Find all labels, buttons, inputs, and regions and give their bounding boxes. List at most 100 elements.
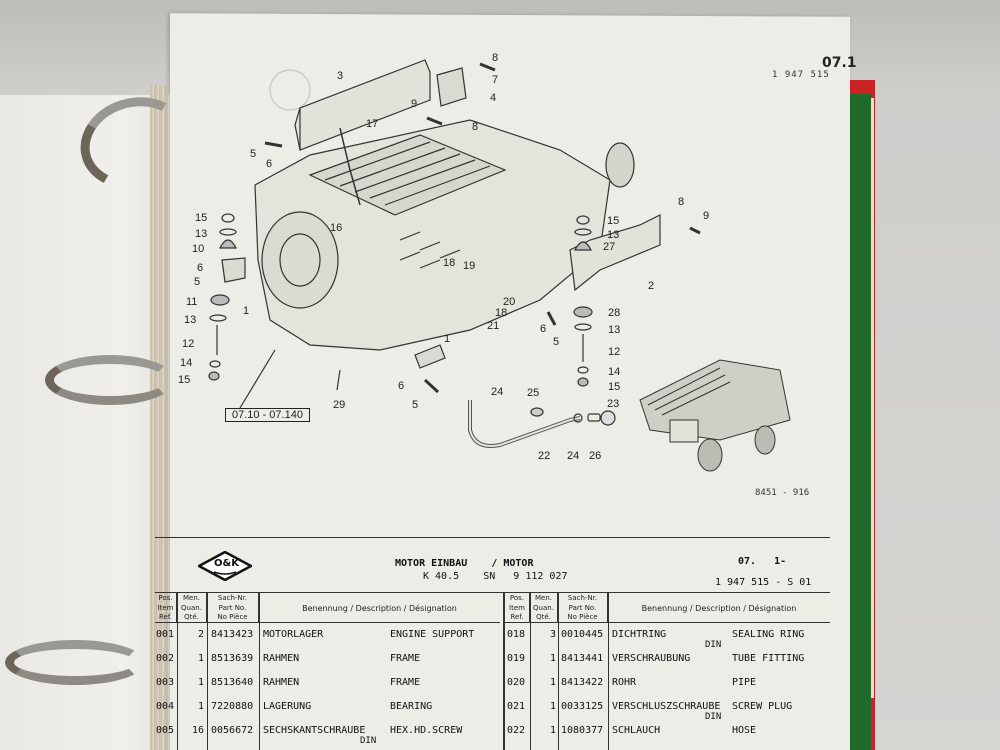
assembly-title: MOTOR EINBAU / MOTOR [395, 558, 534, 569]
callout-label: 14 [608, 366, 621, 378]
english-name-cell: FRAME [390, 677, 421, 688]
part-number-cell: 1080377 [561, 725, 604, 736]
binder-ring-middle [45, 355, 175, 405]
part-number-cell: 8413423 [211, 629, 254, 640]
callout-label: 5 [553, 336, 560, 348]
german-name-cell: VERSCHRAUBUNG [612, 653, 691, 664]
parts-list-header: O&K MOTOR EINBAU / MOTOR K 40.5 SN 9 112… [155, 538, 830, 593]
callout-label: 7 [492, 74, 499, 86]
callout-label: 3 [337, 70, 344, 82]
part-number-cell: 8513640 [211, 677, 254, 688]
callout-label: 10 [192, 243, 205, 255]
german-name-cell: MOTORLAGER [263, 629, 324, 640]
pos-cell: 005 [156, 725, 175, 736]
description-header: Benennung / Description / Désignation [641, 604, 797, 613]
callout-label: 29 [333, 399, 346, 411]
qty-header: Men.Quan.Qté. [530, 593, 558, 623]
cream-tab [871, 98, 874, 698]
callout-label: 13 [607, 229, 620, 241]
german-name-cell: RAHMEN [263, 653, 300, 664]
column-divider [558, 593, 559, 750]
part-number-cell: 0056672 [211, 725, 254, 736]
callout-label: 23 [607, 398, 620, 410]
column-divider [259, 593, 260, 750]
callout-label: 26 [589, 450, 602, 462]
qty-cell: 1 [549, 653, 556, 664]
page-stack-edges [150, 85, 168, 750]
diamond-logo-icon [196, 550, 254, 582]
german-name-cell: VERSCHLUSZSCHRAUBE [612, 701, 721, 712]
pos-cell: 020 [507, 677, 526, 688]
german-name-cell: RAHMEN [263, 677, 300, 688]
callout-label: 14 [180, 357, 193, 369]
callout-label: 6 [266, 158, 273, 170]
column-divider [177, 593, 178, 750]
callout-label: 9 [703, 210, 710, 222]
column-divider [530, 593, 531, 750]
callout-label: 15 [607, 215, 620, 227]
part-number-cell: 8413441 [561, 653, 604, 664]
parts-list-table: O&K MOTOR EINBAU / MOTOR K 40.5 SN 9 112… [155, 537, 830, 750]
part-number-cell: 0010445 [561, 629, 604, 640]
page-reference: 1 947 515 [772, 70, 830, 80]
callout-label: 13 [184, 314, 197, 326]
callout-label: 24 [491, 386, 504, 398]
qty-header: Men.Quan.Qté. [177, 593, 207, 623]
part-number-cell: 8513639 [211, 653, 254, 664]
din-note: DIN [705, 640, 722, 650]
part-no-header: Sach-Nr.Part No.No Pièce [207, 593, 259, 623]
pos-cell: 004 [156, 701, 175, 712]
part-number-cell: 0033125 [561, 701, 604, 712]
callout-label: 6 [540, 323, 547, 335]
pos-cell: 019 [507, 653, 526, 664]
english-name-cell: SCREW PLUG [732, 701, 793, 712]
qty-cell: 1 [197, 677, 204, 688]
german-name-cell: LAGERUNG [263, 701, 312, 712]
qty-cell: 1 [549, 725, 556, 736]
model-serial: K 40.5 SN 9 112 027 [423, 571, 568, 582]
qty-cell: 1 [549, 677, 556, 688]
binder-ring-bottom [5, 640, 145, 685]
callout-label: 8 [678, 196, 685, 208]
callout-label: 18 [443, 257, 456, 269]
callout-label: 17 [366, 118, 379, 130]
german-name-cell: ROHR [612, 677, 637, 688]
callout-label: 12 [182, 338, 195, 350]
pos-cell: 002 [156, 653, 175, 664]
pos-cell: 018 [507, 629, 526, 640]
callout-label: 13 [195, 228, 208, 240]
green-tab [849, 94, 871, 750]
callout-label: 5 [412, 399, 419, 411]
drawing-number: 8451 - 916 [755, 488, 810, 498]
callout-label: 27 [603, 241, 616, 253]
qty-cell: 1 [197, 653, 204, 664]
section-code: 07. 1- [738, 556, 787, 567]
callout-label: 18 [495, 307, 508, 319]
english-name-cell: SEALING RING [732, 629, 805, 640]
callout-label: 25 [527, 387, 540, 399]
english-name-cell: TUBE FITTING [732, 653, 805, 664]
qty-cell: 2 [197, 629, 204, 640]
english-name-cell: HOSE [732, 725, 757, 736]
callout-label: 28 [608, 307, 621, 319]
ok-logo: O&K [196, 550, 254, 582]
callout-label: 15 [608, 381, 621, 393]
callout-label: 24 [567, 450, 580, 462]
callout-label: 12 [608, 346, 621, 358]
exploded-engine-diagram [208, 59, 791, 472]
callout-label: 5 [250, 148, 257, 160]
logo-text: O&K [214, 558, 239, 569]
callout-label: 19 [463, 260, 476, 272]
qty-cell: 1 [197, 701, 204, 712]
pos-cell: 001 [156, 629, 175, 640]
document-number: 1 947 515 - S 01 [715, 577, 812, 588]
qty-cell: 3 [549, 629, 556, 640]
